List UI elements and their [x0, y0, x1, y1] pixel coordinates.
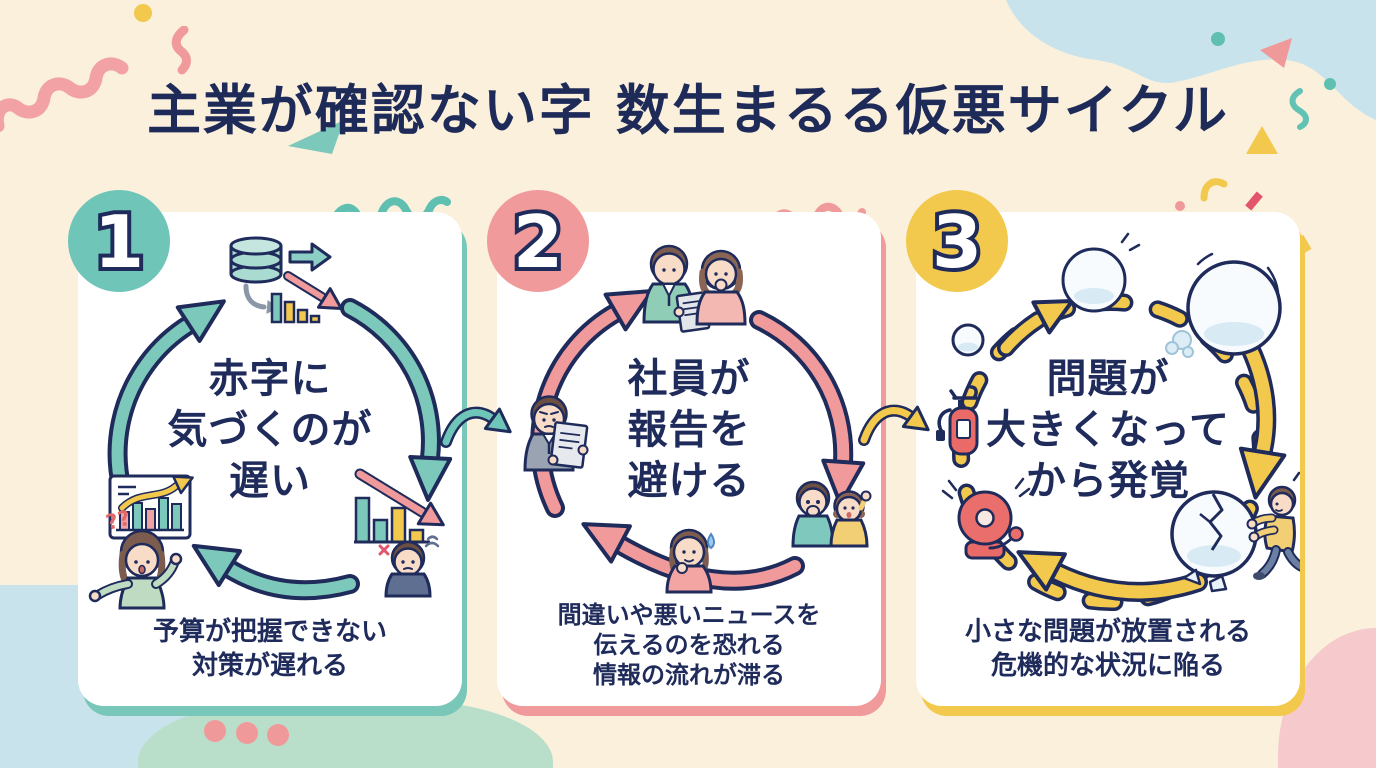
panel-heading: 問題が 大きくなって から発覚: [986, 356, 1230, 505]
pink-triangle-icon: [1260, 38, 1292, 68]
panel-avoid-reporting: 2: [487, 190, 881, 706]
step-number-badge: 3: [906, 190, 1008, 292]
panel-caption: 間違いや悪いニュースを 伝えるのを恐れる 情報の流れが滞る: [557, 601, 821, 689]
cycle-arrows-icon: [523, 244, 872, 594]
step-number: 3: [932, 200, 982, 284]
falling-bar-chart-man-illustration: [354, 468, 445, 598]
confusion-marks: ??: [103, 506, 132, 535]
pink-dot-icon: [267, 724, 289, 746]
pink-squiggle-icon: [0, 57, 129, 133]
wave-blob: [1006, 0, 1376, 120]
teal-dot-icon: [1211, 32, 1225, 46]
curved-arrow-right-icon: [858, 404, 930, 446]
cracked-snowball-man-illustration: [1170, 471, 1300, 593]
step-number: 1: [94, 200, 144, 284]
panel-caption: 小さな問題が放置される 危機的な状況に陥る: [964, 617, 1251, 682]
panel-caption: 予算が把握できない 対策が遅れる: [152, 617, 387, 682]
panel-heading: 赤字に 気づくのが 遅い: [167, 356, 373, 505]
managers-reviewing-report-illustration: [642, 244, 747, 333]
shocked-employees-illustration: [791, 480, 872, 548]
small-pink-squiggle-icon: [171, 26, 191, 75]
anxious-woman-illustration: [665, 528, 715, 594]
fire-extinguisher-icon: [936, 385, 979, 456]
panel-heading: 社員が 報告を 避ける: [627, 356, 751, 505]
confused-woman-chart-illustration: ??: [88, 474, 194, 610]
step-number-badge: 1: [68, 190, 170, 292]
teal-triangle-icon: [288, 120, 344, 154]
growing-snowball-icon: [951, 232, 1282, 358]
worried-man-reading-illustration: [523, 395, 589, 472]
alarm-bell-icon: [941, 477, 1031, 560]
panel-late-deficit: 1: [68, 190, 462, 706]
step-number: 2: [513, 200, 563, 284]
pink-dot-icon: [204, 720, 226, 742]
yellow-triangle-icon: [1246, 126, 1278, 154]
yellow-dot-icon: [134, 4, 152, 22]
step-number-badge: 2: [487, 190, 589, 292]
revenue-data-decline-icon: [229, 236, 343, 324]
cycle-arrows-icon: ??: [88, 236, 453, 610]
teal-squiggle-icon: [1289, 88, 1309, 130]
teal-dot-icon: [1324, 78, 1336, 90]
dashed-cycle-arrows-icon: [936, 232, 1300, 611]
pink-dot-icon: [236, 722, 258, 744]
page-title: 主業が確認ない字 数生まるる仮悪サイクル: [146, 79, 1230, 142]
curved-arrow-right-icon: [440, 406, 512, 448]
panel-problem-discovered-late: 3: [906, 190, 1300, 706]
